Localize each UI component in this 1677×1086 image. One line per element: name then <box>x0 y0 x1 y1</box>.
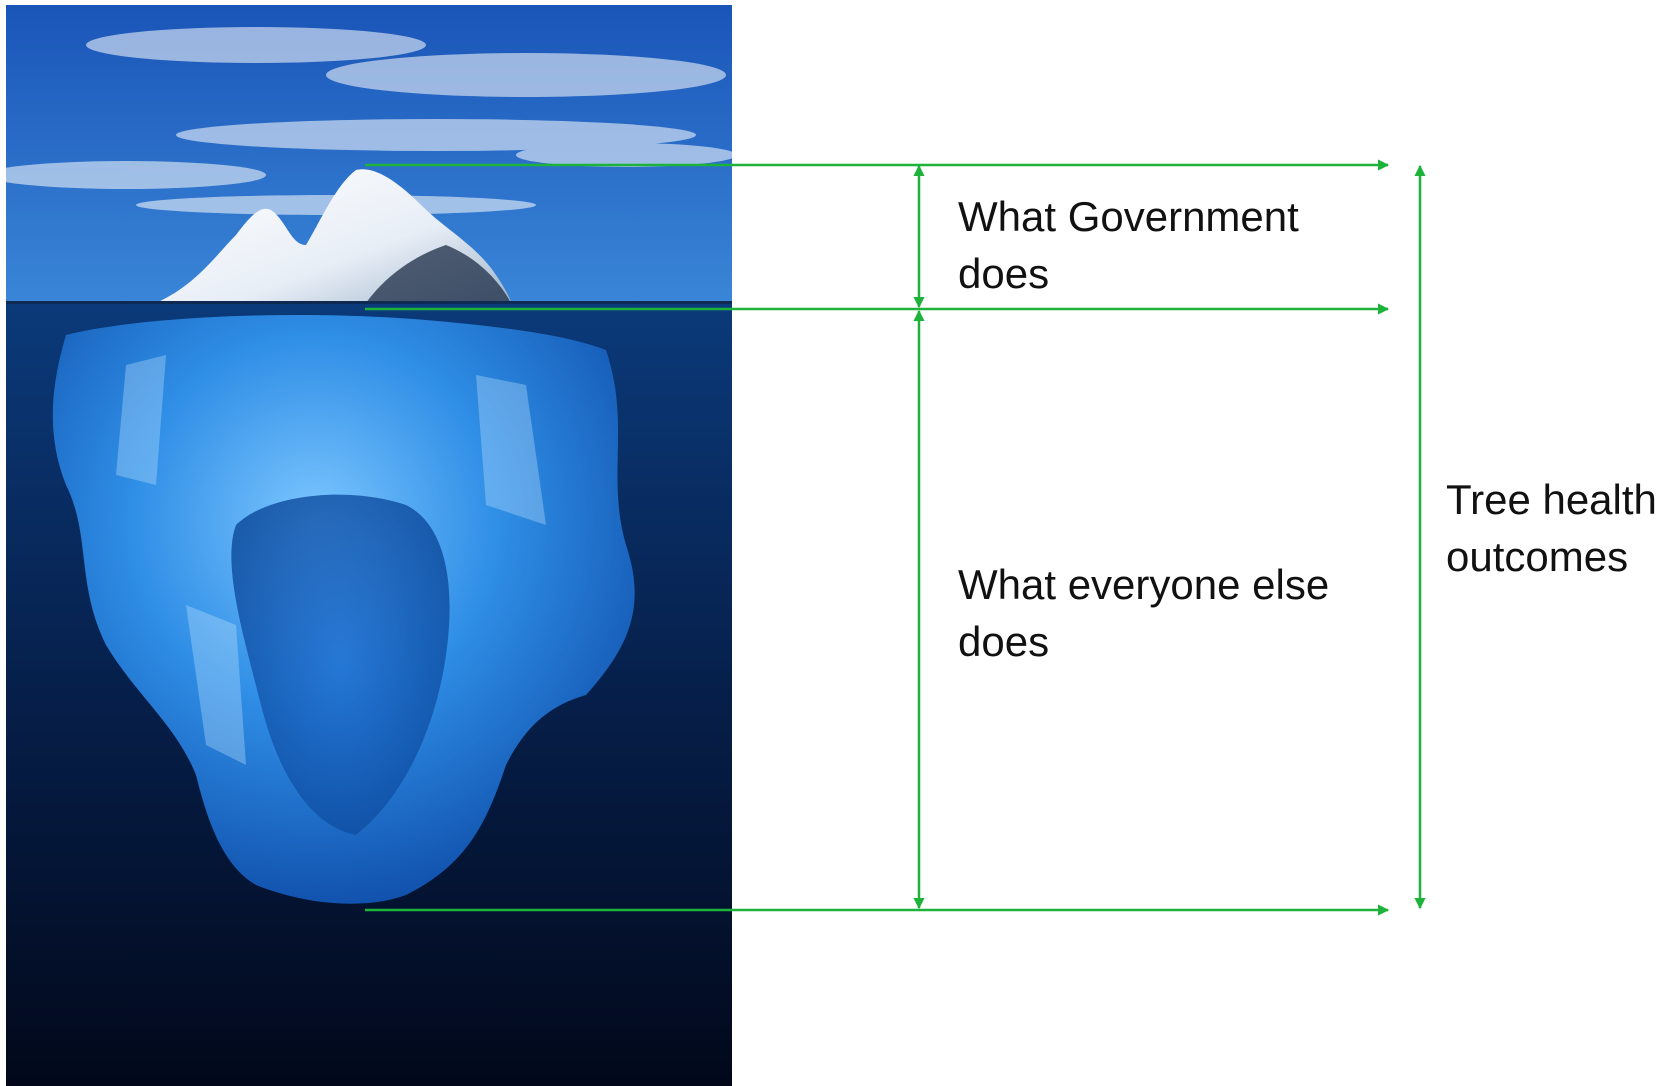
government-label: What Government does <box>958 193 1299 297</box>
everyone-label: What everyone else does <box>958 561 1330 665</box>
tree-health-outcomes-label: Tree health outcomes <box>1446 476 1657 580</box>
iceberg-image <box>6 5 732 1086</box>
